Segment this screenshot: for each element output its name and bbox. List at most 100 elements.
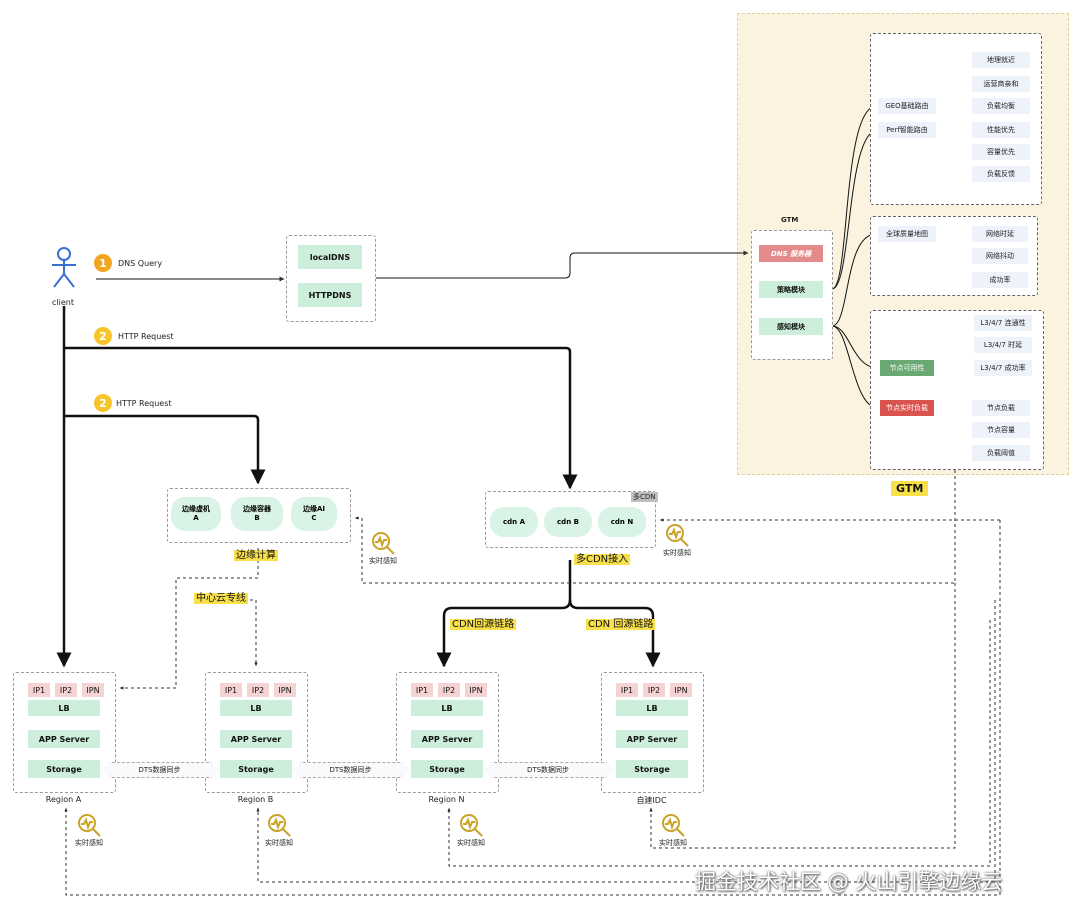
gtm-title: GTM: [891, 477, 929, 496]
step-1-label: DNS Query: [118, 259, 163, 268]
ip-cell: IP1: [616, 683, 638, 697]
edge-computing-label: 边缘计算: [234, 550, 278, 561]
ip-cell: IP2: [55, 683, 77, 697]
realtime-sense-icon: 实时感知: [455, 812, 487, 848]
realtime-sense-icon: 实时感知: [657, 812, 689, 848]
storage-box: Storage: [616, 760, 688, 778]
client-label: client: [52, 298, 74, 307]
sense-module: 感知模块: [759, 318, 823, 335]
step-2-badge: 2: [94, 327, 112, 345]
realtime-sense-label: 实时感知: [369, 557, 397, 565]
geo-leaf-3: 负载均衡: [972, 98, 1030, 114]
dns-to-gtm-line: [374, 250, 749, 279]
quality-leaf-2: 网络抖动: [972, 248, 1028, 264]
availability-leaf-1: L3/4/7 连通性: [974, 315, 1032, 331]
lb-box: LB: [28, 700, 100, 716]
ip-cell: IP1: [220, 683, 242, 697]
perf-leaf-1: 性能优先: [972, 122, 1030, 138]
realtime-sense-icon: 实时感知: [661, 522, 693, 558]
quality-leaf-1: 网络时延: [972, 226, 1028, 242]
sense-loop-region-n: [447, 620, 991, 867]
node-load-node: 节点实时负载: [880, 400, 934, 416]
quality-map-node: 全球质量地图: [878, 226, 936, 242]
ip-cell: IP2: [438, 683, 460, 697]
load-leaf-3: 负载阈值: [972, 445, 1030, 461]
quality-leaf-3: 成功率: [972, 272, 1028, 288]
policy-module: 策略模块: [759, 281, 823, 298]
load-leaf-2: 节点容量: [972, 422, 1030, 438]
realtime-sense-label: 实时感知: [663, 549, 691, 557]
storage-box: Storage: [411, 760, 483, 778]
sense-loop-idc: [649, 583, 956, 849]
localdns-box: localDNS: [298, 245, 362, 269]
dts-sync-arrow: [102, 762, 219, 778]
ip-cell: IPN: [274, 683, 296, 697]
node-availability-node: 节点可用性: [880, 360, 934, 376]
storage-box: Storage: [28, 760, 100, 778]
dts-sync-label: DTS数据同步: [329, 766, 372, 774]
ip-cell: IPN: [670, 683, 692, 697]
perf-routing-node: Perf智能路由: [878, 122, 936, 138]
realtime-sense-label: 实时感知: [659, 839, 687, 847]
storage-box: Storage: [220, 760, 292, 778]
multi-cdn-tag: 多CDN: [631, 492, 658, 502]
step-2b-badge: 2: [94, 394, 112, 412]
step-2b-label: HTTP Request: [116, 399, 172, 408]
private-line-to-region-a: [119, 548, 259, 690]
lb-box: LB: [411, 700, 483, 716]
http-to-cdn-line: [64, 346, 578, 490]
cdn-backlink-label-1: CDN回源链路: [450, 619, 517, 630]
geo-leaf-1: 地理就近: [972, 52, 1030, 68]
realtime-sense-icon: 实时感知: [73, 812, 105, 848]
cdn-n-cloud: cdn N: [598, 507, 646, 537]
multi-cdn-label: 多CDN接入: [574, 554, 631, 565]
private-line-to-region-b: [226, 599, 258, 667]
ip-cell: IP2: [643, 683, 665, 697]
ip-cell: IP1: [411, 683, 433, 697]
availability-leaf-2: L3/4/7 时延: [974, 337, 1032, 353]
realtime-sense-label: 实时感知: [457, 839, 485, 847]
dts-sync-label: DTS数据同步: [526, 766, 570, 774]
perf-leaf-2: 容量优先: [972, 144, 1030, 160]
ip-cell: IP2: [247, 683, 269, 697]
lb-box: LB: [220, 700, 292, 716]
cdn-b-cloud: cdn B: [544, 507, 592, 537]
http-to-edge-line: [64, 414, 266, 485]
realtime-sense-label: 实时感知: [75, 839, 103, 847]
cdn-backlink-label-2: CDN 回源链路: [586, 619, 656, 630]
cdn-branch-line-2: [568, 599, 661, 668]
app-server-box: APP Server: [220, 730, 292, 748]
dts-sync-arrow: [293, 762, 410, 778]
step-1-badge: 1: [94, 254, 112, 272]
app-server-box: APP Server: [411, 730, 483, 748]
load-leaf-1: 节点负载: [972, 400, 1030, 416]
gtm-inner-title: GTM: [781, 216, 799, 224]
nodes-group: [870, 310, 1044, 470]
geo-routing-node: GEO基础路由: [878, 98, 936, 114]
realtime-sense-icon: 实时感知: [263, 812, 295, 848]
step-2-label: HTTP Request: [118, 332, 174, 341]
httpdns-box: HTTPDNS: [298, 283, 362, 307]
private-line-label: 中心云专线: [194, 593, 248, 604]
perf-leaf-3: 负载反馈: [972, 166, 1030, 182]
availability-leaf-3: L3/4/7 成功率: [974, 360, 1032, 376]
app-server-box: APP Server: [28, 730, 100, 748]
sense-loop-region-b: [256, 600, 996, 883]
geo-leaf-2: 运营商亲和: [972, 76, 1030, 92]
cdn-a-cloud: cdn A: [490, 507, 538, 537]
dts-sync-arrow: [484, 762, 614, 778]
region-name: Region A: [45, 795, 82, 804]
region-name: Region B: [237, 795, 274, 804]
lb-box: LB: [616, 700, 688, 716]
ip-cell: IPN: [82, 683, 104, 697]
ip-cell: IP1: [28, 683, 50, 697]
realtime-sense-icon: 实时感知: [367, 530, 399, 566]
dts-sync-label: DTS数据同步: [138, 766, 181, 774]
client-icon: [52, 247, 76, 288]
dns-server-module: DNS 服务器: [759, 245, 823, 262]
region-name: Region N: [428, 795, 465, 804]
